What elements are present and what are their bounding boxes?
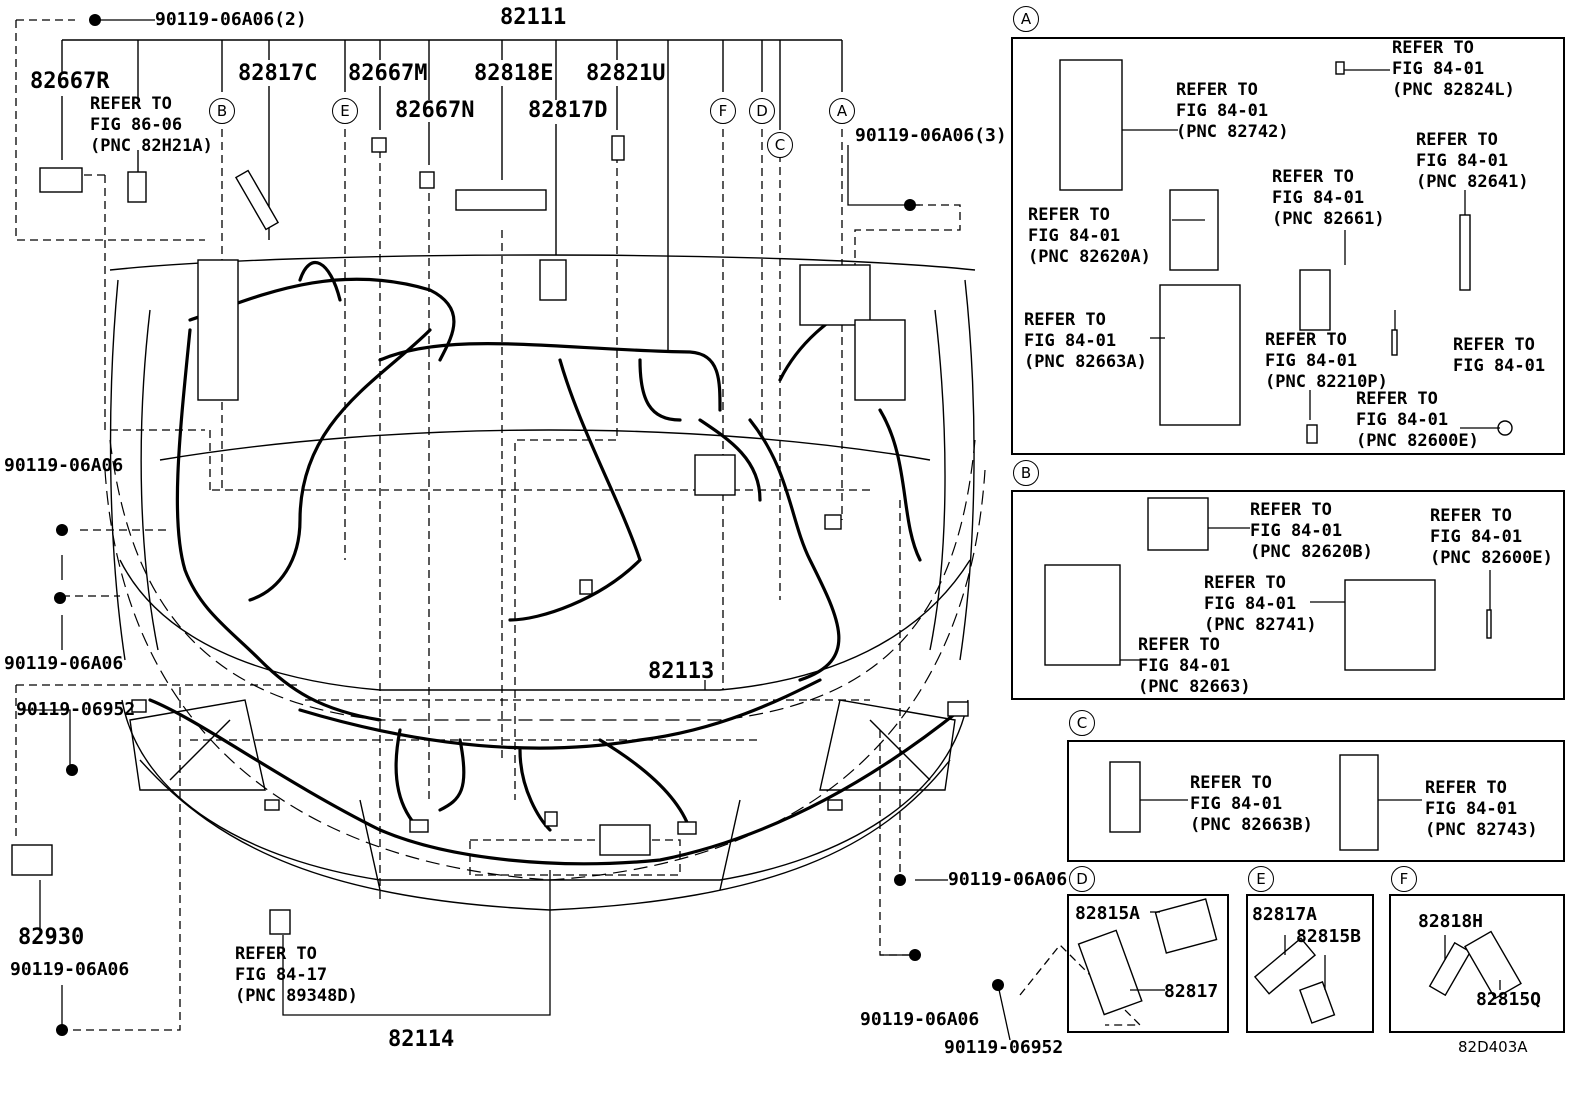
part-82667r: 82667R [30, 69, 110, 94]
bolt-label: 90119-06A06 [4, 455, 124, 476]
part-82817: 82817 [1164, 981, 1219, 1002]
part-82111: 82111 [500, 5, 567, 30]
bolt-label: 90119-06952 [944, 1037, 1064, 1058]
part-82821u: 82821U [586, 61, 666, 86]
part-82817c: 82817C [238, 61, 318, 86]
callout-f-top: F [1391, 866, 1417, 892]
part-82667n: 82667N [395, 98, 475, 123]
bolt-label: 90119-06952 [16, 699, 136, 720]
bolt-label: 90119-06A06(2) [155, 9, 307, 30]
part-82667m: 82667M [348, 61, 428, 86]
bolt-label: 90119-06A06 [948, 869, 1068, 890]
part-82113: 82113 [648, 659, 715, 684]
callout-c-top: C [1069, 710, 1095, 736]
part-82818h: 82818H [1418, 911, 1484, 932]
callout-a-top: A [1013, 6, 1039, 32]
callout-d-main: D [749, 98, 775, 124]
callout-e-main: E [332, 98, 358, 124]
callout-f-main: F [710, 98, 736, 124]
part-82815q: 82815Q [1476, 989, 1542, 1010]
bolt-label: 90119-06A06 [860, 1009, 980, 1030]
callout-b-main: B [209, 98, 235, 124]
callout-e-top: E [1248, 866, 1274, 892]
callout-c-main: C [767, 132, 793, 158]
callout-a-main: A [829, 98, 855, 124]
bolt-label: 90119-06A06 [4, 653, 124, 674]
part-82817a: 82817A [1252, 904, 1318, 925]
part-82818e: 82818E [474, 61, 554, 86]
part-82930: 82930 [18, 925, 85, 950]
part-82815b: 82815B [1296, 926, 1362, 947]
bolt-label: 90119-06A06 [10, 959, 130, 980]
bolt-label: 90119-06A06(3) [855, 125, 1007, 146]
part-82114: 82114 [388, 1027, 455, 1052]
callout-b-top: B [1013, 460, 1039, 486]
figure-code: 82D403A [1458, 1038, 1528, 1056]
callout-d-top: D [1069, 866, 1095, 892]
part-82815a: 82815A [1075, 903, 1141, 924]
part-82817d: 82817D [528, 98, 608, 123]
